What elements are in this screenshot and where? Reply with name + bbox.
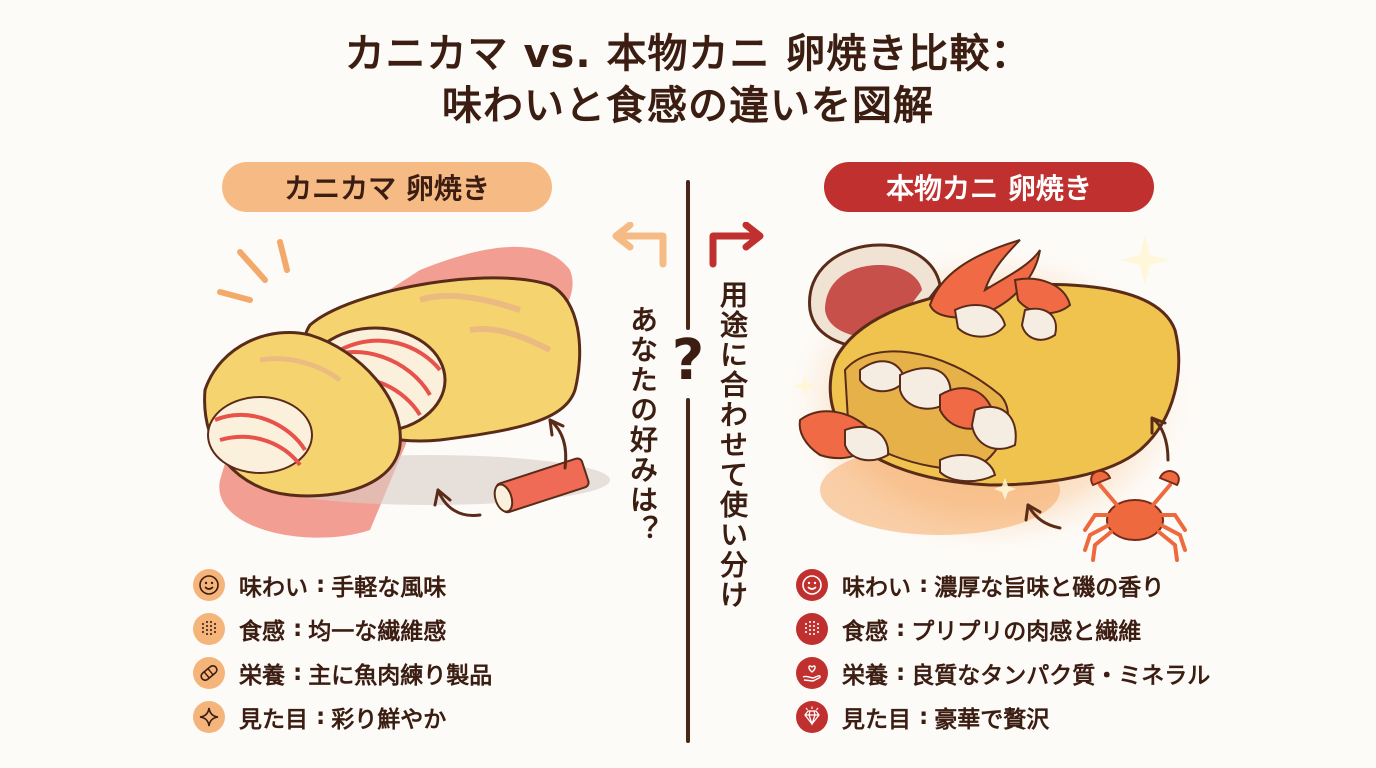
feature-item-texture: 食感 : 均一な繊維感	[193, 607, 492, 651]
real-crab-feature-list: 味わい : 濃厚な旨味と磯の香り 食感 : プリプリの肉感と繊維 栄養 : 良質…	[796, 563, 1210, 739]
imitation-crab-tamagoyaki-illustration	[203, 239, 610, 538]
diamond-icon	[796, 701, 828, 733]
left-arrow-icon	[612, 222, 667, 268]
preference-caption: あなたの好みは？	[626, 305, 659, 545]
right-arrow-icon	[709, 222, 764, 268]
feature-item-flavor: 味わい : 濃厚な旨味と磯の香り	[796, 563, 1210, 607]
question-mark: ?	[671, 328, 705, 393]
page-title: カニカマ vs. 本物カニ 卵焼き比較： 味わいと食感の違いを図解	[0, 28, 1376, 132]
feature-item-flavor: 味わい : 手軽な風味	[193, 563, 492, 607]
bread-icon	[193, 657, 225, 689]
title-line-1: カニカマ vs. 本物カニ 卵焼き比較：	[344, 31, 1032, 77]
heart-hand-icon	[796, 657, 828, 689]
imitation-crab-feature-list: 味わい : 手軽な風味 食感 : 均一な繊維感 栄養 : 主に魚肉練り製品 見た…	[193, 563, 492, 739]
imitation-crab-badge: カニカマ 卵焼き	[222, 162, 552, 212]
feature-item-texture: 食感 : プリプリの肉感と繊維	[796, 607, 1210, 651]
center-divider-bottom	[686, 398, 690, 743]
smile-icon	[193, 569, 225, 601]
real-crab-badge: 本物カニ 卵焼き	[824, 162, 1154, 212]
title-line-2: 味わいと食感の違いを図解	[442, 83, 934, 129]
feature-item-nutrition: 栄養 : 主に魚肉練り製品	[193, 651, 492, 695]
real-crab-tamagoyaki-illustration	[790, 235, 1200, 562]
fiber-texture-icon	[193, 613, 225, 645]
sparkle-icon	[193, 701, 225, 733]
feature-item-appearance: 見た目 : 豪華で贅沢	[796, 695, 1210, 739]
feature-item-appearance: 見た目 : 彩り鮮やか	[193, 695, 492, 739]
smile-icon	[796, 569, 828, 601]
fiber-texture-icon	[796, 613, 828, 645]
usage-caption: 用途に合わせて使い分け	[716, 280, 749, 610]
center-divider-top	[686, 180, 690, 330]
feature-item-nutrition: 栄養 : 良質なタンパク質・ミネラル	[796, 651, 1210, 695]
